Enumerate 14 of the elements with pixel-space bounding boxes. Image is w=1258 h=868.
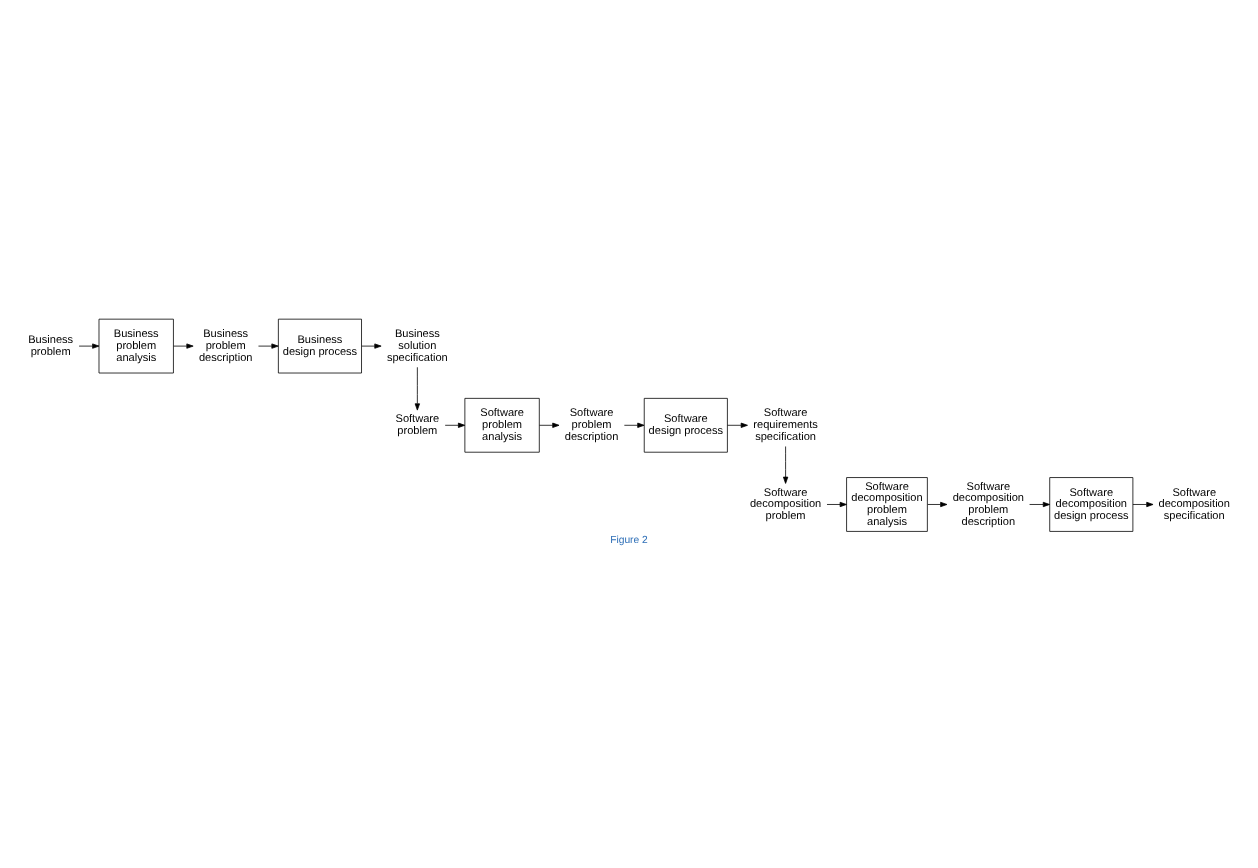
- arrow: [1132, 501, 1154, 508]
- arrow: [927, 501, 948, 508]
- arrow: [414, 366, 420, 411]
- arrow: [783, 446, 789, 484]
- arrow: [78, 343, 100, 349]
- arrow: [539, 422, 560, 428]
- arrow: [1029, 501, 1050, 508]
- arrow: [361, 343, 382, 349]
- arrow: [173, 343, 194, 349]
- arrow: [623, 422, 645, 428]
- arrow: [826, 501, 847, 508]
- arrow: [727, 422, 748, 428]
- arrow: [444, 422, 466, 428]
- arrow: [258, 343, 279, 349]
